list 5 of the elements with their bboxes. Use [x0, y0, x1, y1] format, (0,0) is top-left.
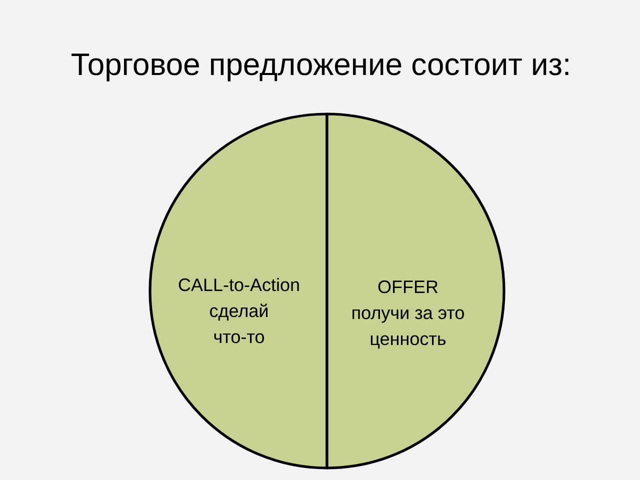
body-text: получи за это ценность [352, 309, 464, 349]
body-text: сделай что-то [210, 304, 268, 344]
heading-text: OFFER [378, 280, 438, 294]
title: Торговое предложение состоит из: [72, 54, 568, 82]
heading-text: CALL-to-Action [178, 278, 299, 292]
